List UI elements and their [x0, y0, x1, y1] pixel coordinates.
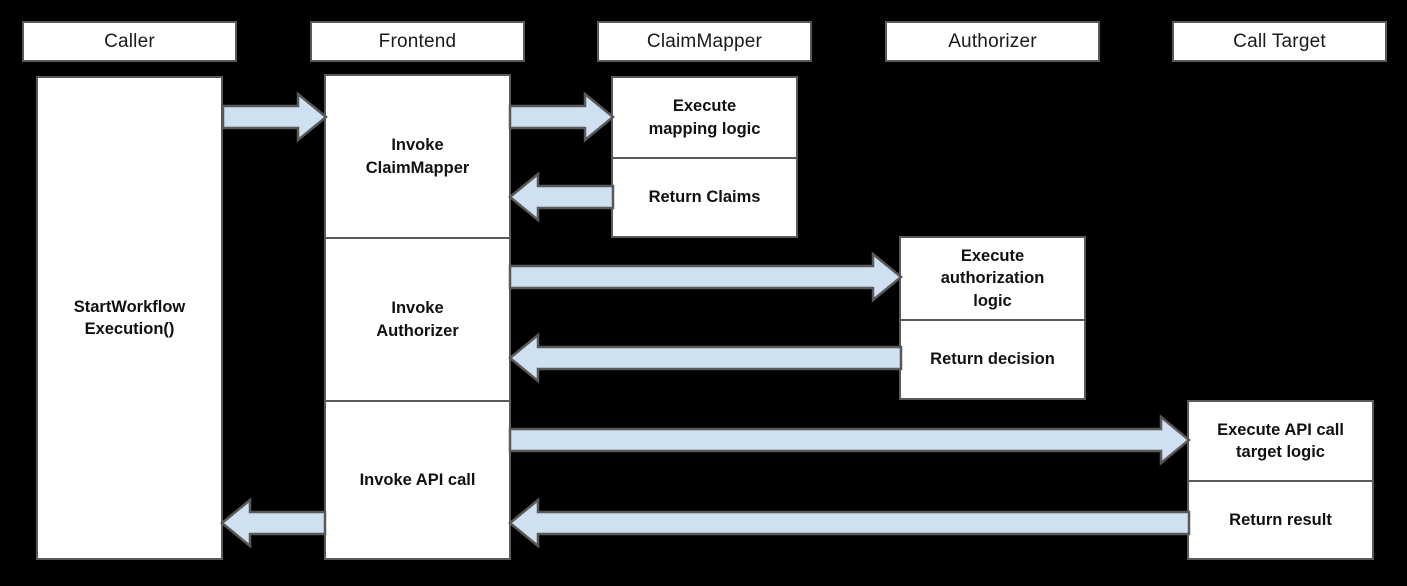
lifeline-header-frontend: Frontend — [310, 21, 525, 62]
activation-segment-claimmapper-return-claims: Return Claims — [613, 157, 796, 236]
lifeline-header-calltarget: Call Target — [1172, 21, 1387, 62]
message-arrow-frontend-to-claimmapper — [508, 91, 615, 143]
lifeline-header-caller-label: Caller — [104, 30, 155, 52]
lifeline-header-claimmapper-label: ClaimMapper — [646, 30, 763, 52]
lifeline-header-authorizer-label: Authorizer — [948, 30, 1037, 52]
message-arrow-caller-to-frontend — [221, 91, 328, 143]
message-arrow-calltarget-to-frontend — [508, 497, 1191, 549]
activation-segment-authorizer-return-decision: Return decision — [901, 319, 1084, 398]
activation-segment-claimmapper-return-claims-label: Return Claims — [648, 188, 761, 207]
lifeline-header-frontend-label: Frontend — [378, 30, 457, 52]
lifeline-header-calltarget-label: Call Target — [1233, 30, 1326, 52]
message-arrow-claimmapper-to-frontend — [508, 171, 615, 223]
activation-segment-authorizer-return-decision-label: Return decision — [930, 350, 1055, 369]
activation-segment-frontend-invoke-api-call-label: Invoke API call — [359, 470, 476, 489]
lifeline-header-caller: Caller — [22, 21, 237, 62]
activation-segment-frontend-invoke-api-call: Invoke API call — [326, 400, 509, 558]
lifeline-header-authorizer: Authorizer — [885, 21, 1100, 62]
message-arrow-frontend-to-caller — [220, 497, 327, 549]
message-arrow-frontend-to-authorizer — [508, 251, 903, 303]
lifeline-header-claimmapper: ClaimMapper — [597, 21, 812, 62]
message-arrow-frontend-to-calltarget — [508, 414, 1191, 466]
message-arrow-authorizer-to-frontend — [508, 332, 903, 384]
activation-segment-calltarget-return-result-label: Return result — [1229, 510, 1332, 529]
activation-segment-calltarget-return-result: Return result — [1189, 480, 1372, 558]
